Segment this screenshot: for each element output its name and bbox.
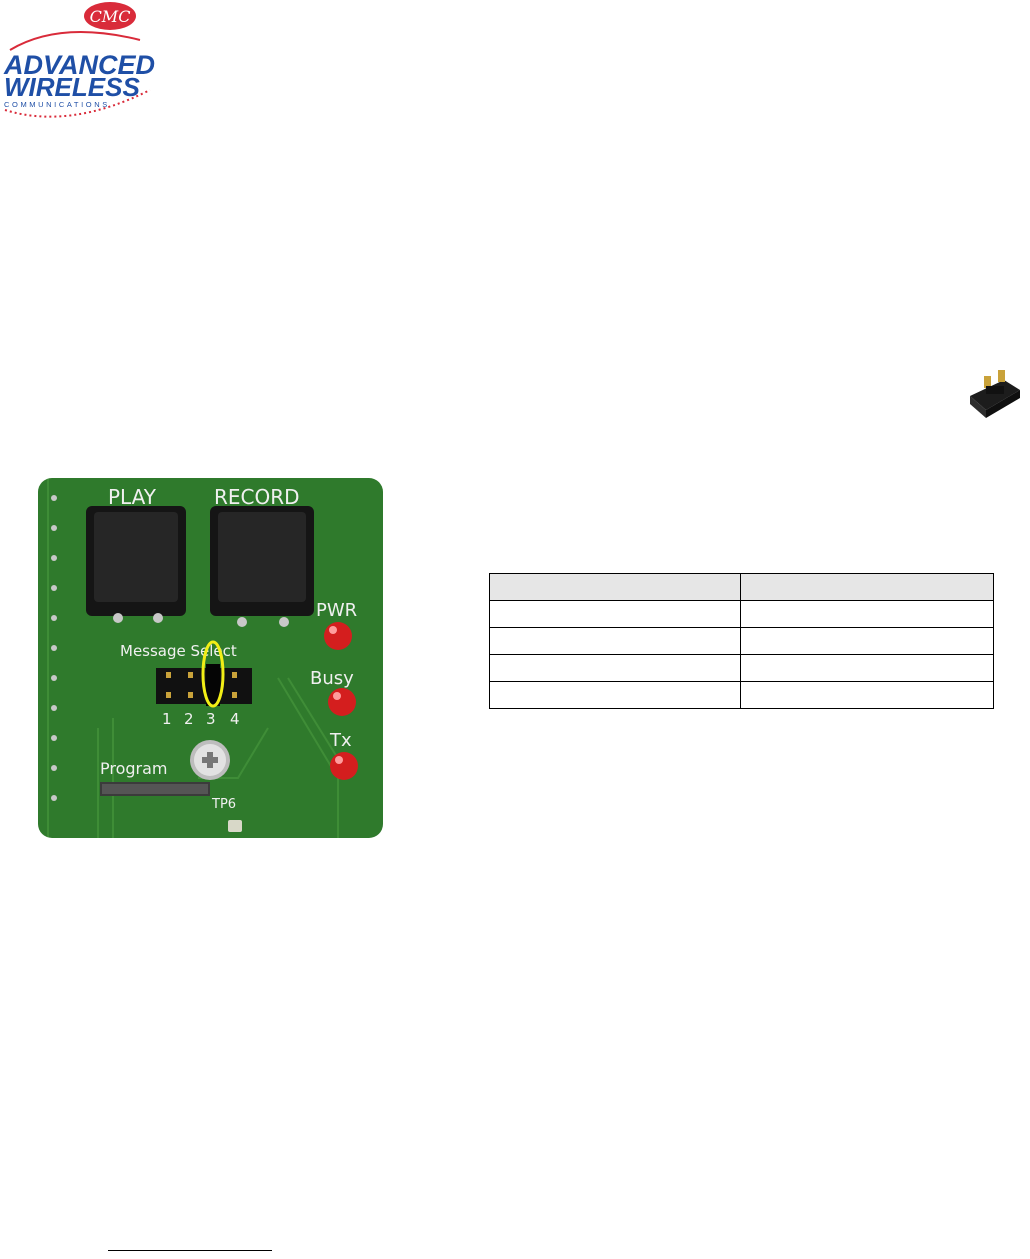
table-cell bbox=[740, 600, 994, 628]
record-button bbox=[210, 506, 314, 627]
program-header bbox=[100, 782, 210, 796]
jumper-shunt-icon bbox=[962, 366, 1026, 427]
led-busy bbox=[328, 688, 356, 716]
play-label: PLAY bbox=[108, 485, 157, 509]
table-cell bbox=[740, 681, 994, 709]
logo-monogram: CMC bbox=[90, 7, 131, 26]
pin-label-1: 1 bbox=[162, 710, 172, 728]
logo-swoosh bbox=[4, 89, 151, 118]
pin-label-2: 2 bbox=[184, 710, 194, 728]
table-row bbox=[489, 600, 994, 628]
play-button bbox=[86, 506, 186, 623]
led-label-tx: Tx bbox=[329, 730, 352, 751]
program-label: Program bbox=[100, 759, 168, 778]
logo-arc bbox=[9, 31, 141, 51]
pin-label-3: 3 bbox=[206, 710, 216, 728]
pin-label-4: 4 bbox=[230, 710, 240, 728]
table-cell bbox=[740, 573, 994, 601]
table-cell bbox=[740, 627, 994, 655]
logo-line-communications: COMMUNICATIONS bbox=[4, 100, 110, 109]
tp6-label: TP6 bbox=[211, 797, 236, 812]
table-cell bbox=[489, 654, 741, 682]
selected-jumper-highlight bbox=[201, 640, 225, 708]
table-row bbox=[489, 654, 994, 682]
table-cell bbox=[489, 600, 741, 628]
table-cell bbox=[489, 681, 741, 709]
record-label: RECORD bbox=[214, 485, 300, 509]
table-cell bbox=[740, 654, 994, 682]
footnote-separator bbox=[108, 1250, 272, 1251]
led-label-busy: Busy bbox=[310, 668, 354, 689]
jumper-settings-table bbox=[489, 573, 994, 709]
table-header-row bbox=[489, 573, 994, 601]
logo-graphic: CMC ADVANCED WIRELESS COMMUNICATIONS bbox=[3, 2, 155, 118]
table-cell bbox=[489, 573, 741, 601]
logo-line-advanced: ADVANCED bbox=[3, 50, 155, 80]
led-pwr bbox=[324, 622, 352, 650]
jumper-shunt bbox=[206, 664, 220, 706]
table-row bbox=[489, 627, 994, 655]
screw-icon bbox=[190, 740, 230, 780]
table-cell bbox=[489, 627, 741, 655]
led-tx bbox=[330, 752, 358, 780]
logo-line-wireless: WIRELESS bbox=[4, 72, 140, 102]
table-row bbox=[489, 681, 994, 709]
pcb-photo: PLAY RECORD Message Select 1 2 3 bbox=[38, 478, 383, 838]
logo-badge bbox=[84, 2, 136, 30]
led-label-pwr: PWR bbox=[316, 600, 357, 621]
company-logo: CMC ADVANCED WIRELESS COMMUNICATIONS bbox=[0, 0, 160, 130]
